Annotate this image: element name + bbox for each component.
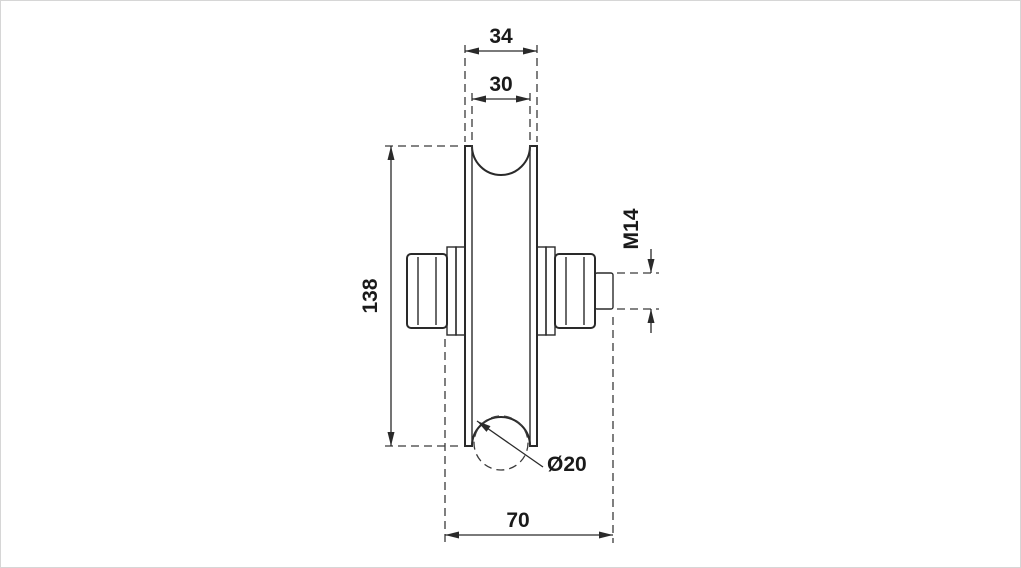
dimension-34: 34 [464,25,538,142]
wheel-silhouette [464,145,538,447]
dim-m14-label: M14 [620,208,643,249]
dimension-138: 138 [359,145,460,447]
arrowhead [647,259,655,273]
arrowhead [445,531,459,539]
dimension-m14: M14 [617,208,659,333]
arrowhead [472,95,486,103]
right-hex-nut [554,253,596,329]
right-nut-body [554,253,596,329]
right-washer-inner [536,246,547,336]
washers [446,246,556,336]
bolt-end [594,272,614,310]
left-hex-nut [406,253,448,329]
dim-138-label: 138 [359,278,382,313]
right-washer-outer [545,246,556,336]
dim-30-label: 30 [489,73,512,96]
groove-diameter-callout: Ø20 [473,415,587,476]
groove-circle-dashed [473,415,529,471]
arrowhead [465,47,479,55]
left-washer-inner [455,246,466,336]
dim-70-label: 70 [506,509,529,532]
dimension-70: 70 [444,317,614,543]
pulley-wheel [464,145,538,447]
dimension-30: 30 [471,73,531,151]
dim-34-label: 34 [489,25,513,48]
arrowhead [523,47,537,55]
arrowhead [477,421,491,432]
arrowhead [516,95,530,103]
arrowhead [387,146,395,160]
arrowhead [647,309,655,323]
arrowhead [599,531,613,539]
left-nut-body [406,253,448,329]
arrowhead [387,432,395,446]
left-washer-outer [446,246,457,336]
dim-d20-label: Ø20 [547,453,587,476]
